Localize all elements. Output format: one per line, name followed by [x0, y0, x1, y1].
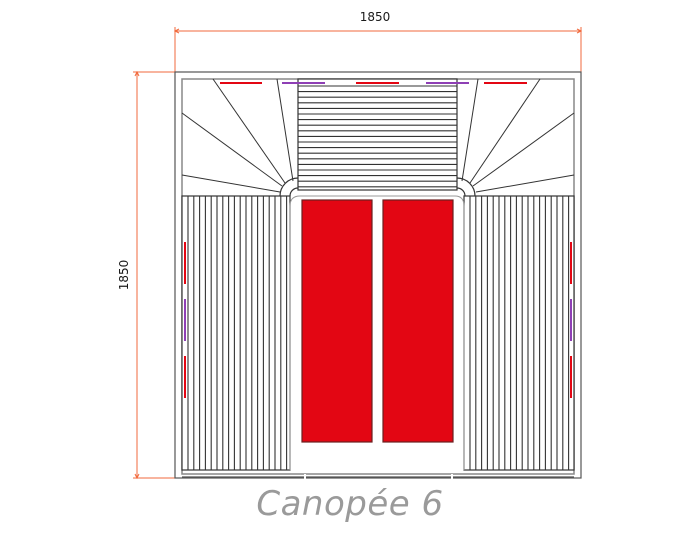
dimension-left: [133, 70, 175, 480]
bench-left: [181, 195, 291, 471]
center-floor: [289, 195, 465, 470]
corner-seat-right: [456, 78, 575, 197]
model-title: Canopée 6: [256, 484, 444, 524]
dimension-top: [173, 27, 583, 72]
depth-dimension-label: 1850: [117, 259, 131, 291]
heater-panels: [301, 199, 454, 443]
heater-panel-left: [301, 199, 373, 443]
door-opening: [182, 474, 574, 480]
heater-panel-right: [382, 199, 454, 443]
bench-right: [463, 195, 575, 471]
width-dimension-label: 1850: [359, 10, 391, 24]
dimension-lines: [133, 27, 583, 480]
bench-back: [297, 78, 458, 191]
corner-seat-left: [181, 78, 299, 197]
